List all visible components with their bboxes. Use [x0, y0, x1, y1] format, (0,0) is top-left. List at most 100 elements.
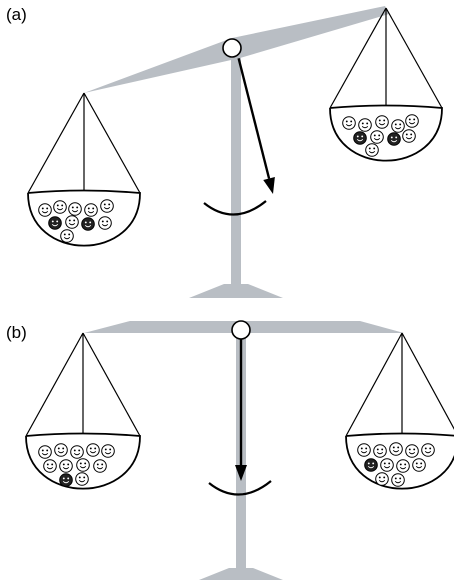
face-mouth — [103, 206, 111, 210]
right-pan — [329, 7, 443, 162]
face-icon — [38, 445, 52, 459]
face-eye — [46, 463, 49, 466]
face-eye — [63, 233, 66, 236]
face-icon — [100, 199, 114, 213]
face-outline — [59, 473, 73, 487]
face-outline — [353, 131, 367, 145]
face-eye — [78, 449, 81, 452]
panel-a-label: (a) — [6, 5, 27, 24]
face-mouth — [89, 450, 97, 454]
face-mouth — [101, 223, 109, 227]
face-outline — [358, 118, 372, 132]
face-icon — [43, 459, 57, 473]
face-eye — [413, 118, 416, 121]
face-eye — [76, 206, 79, 209]
face-outline — [38, 445, 52, 459]
face-outline — [100, 199, 114, 213]
face-icon — [380, 458, 394, 472]
face-mouth — [62, 466, 70, 470]
face-outline — [396, 459, 410, 473]
face-icon — [357, 443, 371, 457]
face-icon — [412, 458, 426, 472]
face-eye — [94, 447, 97, 450]
face-eye — [413, 448, 416, 451]
face-mouth — [361, 125, 369, 129]
face-icon — [389, 442, 403, 456]
face-mouth — [73, 452, 81, 456]
face-mouth — [87, 210, 95, 214]
face-mouth — [63, 236, 71, 240]
face-eye — [366, 122, 369, 125]
panel-b-label: (b) — [6, 323, 27, 342]
face-outline — [65, 215, 79, 229]
face-eye — [394, 123, 397, 126]
face-outline — [405, 114, 419, 128]
face-eye — [56, 204, 59, 207]
dark-face-icon — [364, 458, 378, 472]
face-eye — [399, 123, 402, 126]
face-mouth — [104, 451, 112, 455]
face-icon — [375, 472, 389, 486]
face-icon — [370, 130, 384, 144]
face-icon — [65, 215, 79, 229]
face-eye — [361, 135, 364, 138]
face-outline — [421, 443, 435, 457]
face-outline — [48, 216, 62, 230]
face-mouth — [378, 479, 386, 483]
face-icon — [84, 203, 98, 217]
face-eye — [84, 221, 87, 224]
face-eye — [84, 462, 87, 465]
face-eye — [405, 133, 408, 136]
face-eye — [51, 220, 54, 223]
face-eye — [87, 207, 90, 210]
face-mouth — [78, 479, 86, 483]
face-outline — [93, 459, 107, 473]
face-outline — [364, 458, 378, 472]
face-outline — [84, 203, 98, 217]
face-outline — [76, 458, 90, 472]
face-eye — [408, 118, 411, 121]
face-eye — [46, 207, 49, 210]
dark-face-icon — [48, 216, 62, 230]
face-eye — [361, 122, 364, 125]
face-eye — [89, 221, 92, 224]
face-eye — [397, 446, 400, 449]
right-pan — [345, 332, 454, 490]
pointer-arrow-head — [263, 177, 275, 194]
pan-string — [385, 7, 443, 109]
fulcrum-pivot — [222, 38, 242, 58]
face-eye — [378, 119, 381, 122]
dark-face-icon — [353, 131, 367, 145]
pan-string — [25, 332, 84, 437]
face-eye — [395, 136, 398, 139]
face-mouth — [399, 466, 407, 470]
face-icon — [375, 115, 389, 129]
face-mouth — [360, 450, 368, 454]
face-mouth — [51, 223, 59, 227]
face-icon — [60, 229, 74, 243]
face-icon — [93, 459, 107, 473]
face-mouth — [424, 450, 432, 454]
face-eye — [78, 476, 81, 479]
face-outline — [75, 472, 89, 486]
face-eye — [383, 119, 386, 122]
face-eye — [390, 136, 393, 139]
face-icon — [373, 444, 387, 458]
face-icon — [54, 443, 68, 457]
face-icon — [53, 200, 67, 214]
face-icon — [405, 444, 419, 458]
face-eye — [62, 463, 65, 466]
face-eye — [62, 477, 65, 480]
face-outline — [54, 443, 68, 457]
face-icon — [98, 216, 112, 230]
pan-bowl — [27, 189, 141, 247]
face-eye — [101, 463, 104, 466]
panel-a-tilted-scale: (a) — [6, 5, 443, 298]
face-mouth — [367, 465, 375, 469]
face-eye — [388, 462, 391, 465]
face-outline — [373, 444, 387, 458]
face-eye — [345, 120, 348, 123]
face-eye — [408, 448, 411, 451]
face-mouth — [373, 137, 381, 141]
face-eye — [89, 447, 92, 450]
